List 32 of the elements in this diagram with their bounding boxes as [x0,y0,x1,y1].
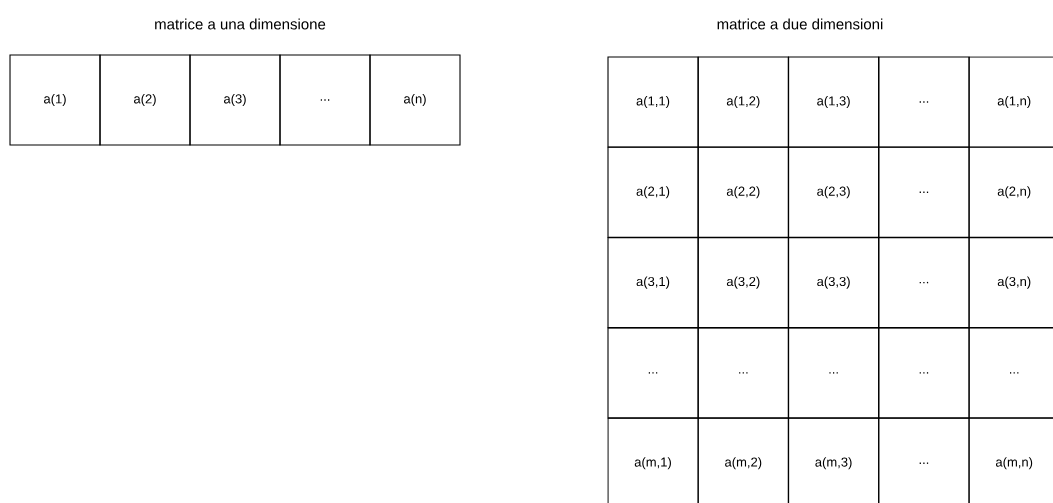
table-cell: ... [279,54,371,146]
table-cell: a(1,n) [968,56,1053,148]
table-cell: ... [878,327,970,419]
table-cell: a(3,3) [788,237,880,329]
table-cell: a(2,1) [607,146,699,238]
table-cell: a(1,1) [607,56,699,148]
table-cell: a(m,n) [968,417,1053,503]
table-cell: ... [878,237,970,329]
table-cell: a(2) [99,54,191,146]
table-cell: ... [697,327,789,419]
table-cell: ... [878,417,970,503]
heading: matrice a una dimensione [155,18,326,30]
table-cell: a(1) [9,54,101,146]
table-cell: a(2,n) [968,146,1053,238]
table-cell: ... [968,327,1053,419]
table-cell: a(n) [369,54,461,146]
table-cell: ... [878,56,970,148]
table-cell: a(m,1) [607,417,699,503]
table-cell: a(3,2) [697,237,789,329]
table-cell: a(2,2) [697,146,789,238]
table-cell: a(3,n) [968,237,1053,329]
table-cell: ... [607,327,699,419]
table-cell: ... [788,327,880,419]
heading: matrice a due dimensioni [717,18,883,30]
table-cell: a(3) [189,54,281,146]
table-cell: a(3,1) [607,237,699,329]
table-cell: a(1,2) [697,56,789,148]
table-cell: a(m,2) [697,417,789,503]
table-cell: a(m,3) [788,417,880,503]
table-cell: a(2,3) [788,146,880,238]
table-cell: a(1,3) [788,56,880,148]
table-cell: ... [878,146,970,238]
